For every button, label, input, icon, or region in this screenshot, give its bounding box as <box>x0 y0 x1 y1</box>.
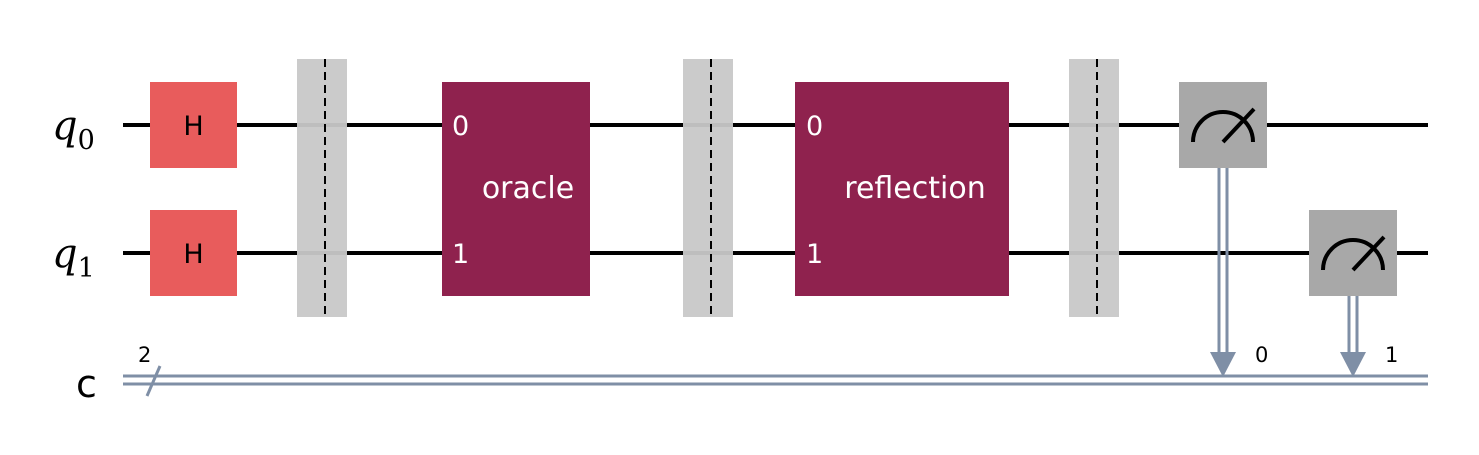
barrier-2[interactable] <box>683 59 733 317</box>
oracle-pin-0: 0 <box>452 111 469 142</box>
oracle-pin-1: 1 <box>452 239 469 270</box>
meter-icon <box>1191 110 1255 143</box>
register-label-q0-base: q <box>52 103 78 149</box>
oracle-gate-label: oracle <box>482 171 574 206</box>
measure-bit-0: 0 <box>1255 343 1268 367</box>
h-gate-q0[interactable]: H <box>150 82 237 168</box>
barrier-1[interactable] <box>297 59 347 317</box>
h-gate-q1[interactable]: H <box>150 210 237 296</box>
h-gate-q0-label: H <box>183 111 203 142</box>
classical-bundle-slash <box>145 365 162 397</box>
meter-needle-icon <box>1351 235 1386 272</box>
measure-line-q1 <box>1340 296 1366 377</box>
barrier-3[interactable] <box>1069 59 1119 317</box>
h-gate-q1-label: H <box>183 239 203 270</box>
reflection-pin-0: 0 <box>806 111 823 142</box>
reflection-gate[interactable]: 0 reflection 1 <box>795 82 1009 296</box>
measure-bit-1: 1 <box>1385 343 1398 367</box>
reflection-pin-1: 1 <box>806 239 823 270</box>
register-label-q0: q0 <box>52 103 95 156</box>
register-label-q1-sub: 1 <box>78 253 95 284</box>
oracle-gate[interactable]: 0 oracle 1 <box>442 82 590 296</box>
classical-wire-c <box>123 374 1428 386</box>
measure-gate-q0[interactable] <box>1179 82 1267 168</box>
meter-needle-icon <box>1221 107 1256 144</box>
register-label-q0-sub: 0 <box>78 125 95 156</box>
meter-icon <box>1321 238 1385 271</box>
measure-line-q0 <box>1210 168 1236 377</box>
register-label-q1-base: q <box>52 231 78 277</box>
measure-gate-q1[interactable] <box>1309 210 1397 296</box>
reflection-gate-label: reflection <box>844 171 985 206</box>
classical-bundle-width: 2 <box>138 343 151 367</box>
register-label-c: c <box>76 362 97 406</box>
register-label-q1: q1 <box>52 231 95 284</box>
